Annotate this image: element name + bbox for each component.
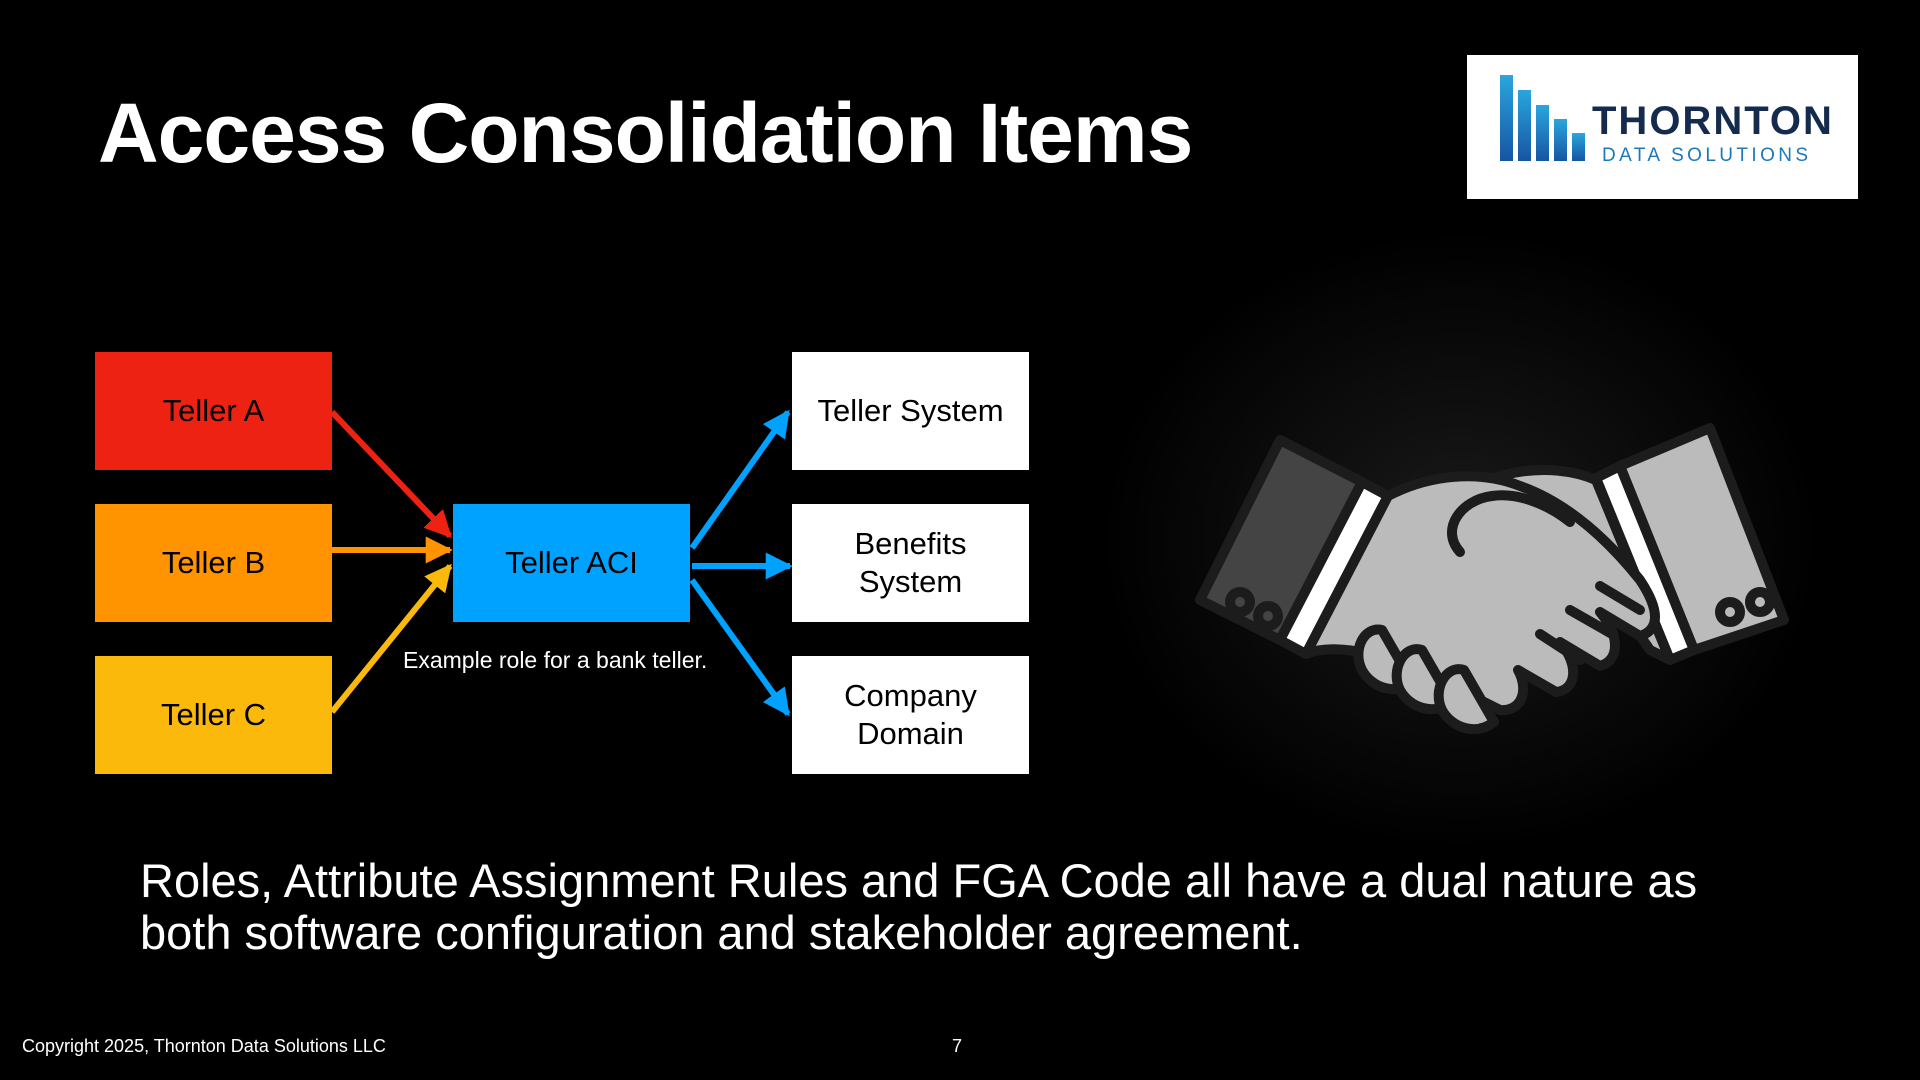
teller-aci-box: Teller ACI xyxy=(453,504,690,622)
body-text: Roles, Attribute Assignment Rules and FG… xyxy=(140,854,1698,959)
handshake-icon xyxy=(1100,230,1820,850)
logo-name: THORNTON xyxy=(1592,99,1834,143)
page-number: 7 xyxy=(952,1036,963,1056)
teller-system-box: Teller System xyxy=(792,352,1029,470)
diagram-caption: Example role for a bank teller. xyxy=(403,647,708,673)
company-domain-box: Company Domain xyxy=(792,656,1029,774)
arrow-company-domain xyxy=(689,578,791,717)
teller-b-box: Teller B xyxy=(95,504,332,622)
footer-copyright: Copyright 2025, Thornton Data Solutions … xyxy=(22,1036,386,1056)
company-logo: THORNTON DATA SOLUTIONS xyxy=(1467,55,1858,199)
bar-chart-icon xyxy=(1500,75,1585,161)
arrow-teller-a xyxy=(329,409,453,539)
teller-a-box: Teller A xyxy=(95,352,332,470)
arrow-teller-system xyxy=(689,409,791,550)
benefits-system-box: Benefits System xyxy=(792,504,1029,622)
arrow-teller-c xyxy=(329,563,453,714)
teller-c-box: Teller C xyxy=(95,656,332,774)
slide-title: Access Consolidation Items xyxy=(98,86,1193,180)
logo-tagline: DATA SOLUTIONS xyxy=(1602,145,1812,166)
